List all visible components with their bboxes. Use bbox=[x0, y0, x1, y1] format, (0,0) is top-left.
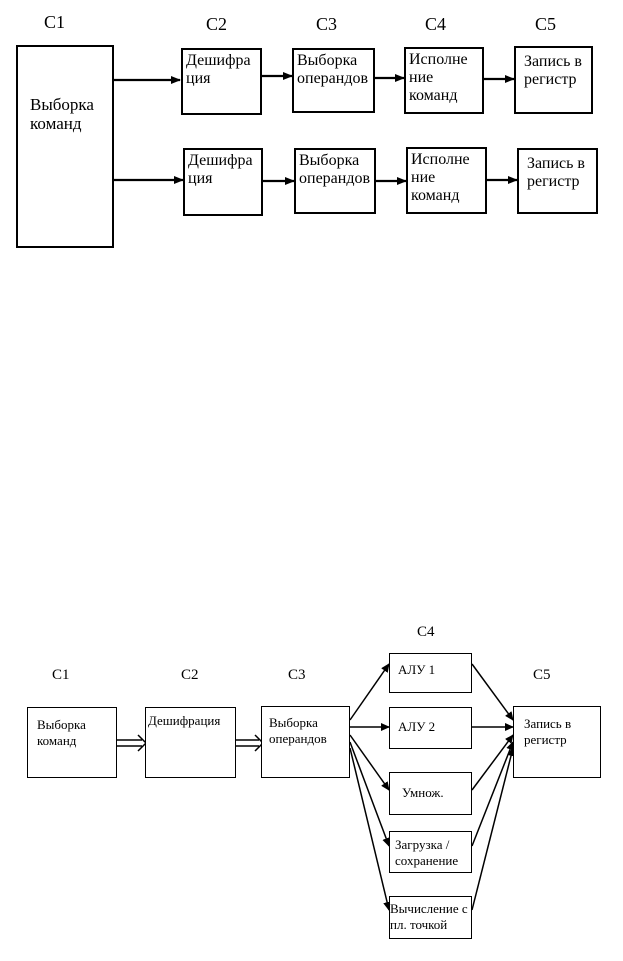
execute-box-2: Исполне ние команд bbox=[406, 147, 487, 214]
decode-box: Дешифрация bbox=[145, 707, 236, 778]
operands-box-1: Выборка операндов bbox=[292, 48, 375, 113]
stage-label-c3: С3 bbox=[316, 14, 338, 34]
multiplier-box: Умнож. bbox=[389, 772, 472, 815]
alu2-box: АЛУ 2 bbox=[389, 707, 472, 749]
writeback-box-1: Запись в регистр bbox=[514, 46, 593, 114]
arrow-to-loadstore bbox=[349, 741, 390, 847]
fpu-box: Вычисление с пл. точкой bbox=[389, 896, 472, 939]
stage-label-c2-b: С2 bbox=[181, 667, 199, 683]
stage-label-c5: С5 bbox=[535, 14, 557, 34]
stage-label-c2: С2 bbox=[206, 14, 228, 34]
stage-label-c4-b: С4 bbox=[417, 624, 435, 640]
arrow-mult-to-write bbox=[471, 734, 514, 791]
arrow-alu1-to-write bbox=[471, 663, 514, 721]
load-store-box: Загрузка / сохранение bbox=[389, 831, 472, 873]
arrow-loadstore-to-write bbox=[471, 741, 514, 847]
stage-label-c5-b: С5 bbox=[533, 667, 551, 683]
arrow-to-mult bbox=[349, 734, 390, 791]
stage-label-c4: С4 bbox=[425, 14, 447, 34]
decode-box-1: Дешифра ция bbox=[181, 48, 262, 115]
writeback-box: Запись в регистр bbox=[513, 706, 601, 778]
fetch-box-1: Выборка команд bbox=[16, 45, 114, 248]
execute-box-1: Исполне ние команд bbox=[404, 47, 484, 114]
operands-box: Выборка операндов bbox=[261, 706, 350, 778]
arrow-to-fpu bbox=[349, 747, 392, 911]
arrow-fpu-to-write bbox=[471, 747, 515, 911]
stage-label-c3-b: С3 bbox=[288, 667, 306, 683]
decode-box-2: Дешифра ция bbox=[183, 148, 263, 216]
stage-label-c1-b: С1 bbox=[52, 667, 70, 683]
writeback-box-2: Запись в регистр bbox=[517, 148, 598, 214]
stage-label-c1: С1 bbox=[44, 12, 66, 32]
alu1-box: АЛУ 1 bbox=[389, 653, 472, 693]
arrow-to-alu1 bbox=[349, 663, 390, 721]
fetch-box: Выборка команд bbox=[27, 707, 117, 778]
operands-box-2: Выборка операндов bbox=[294, 148, 376, 214]
